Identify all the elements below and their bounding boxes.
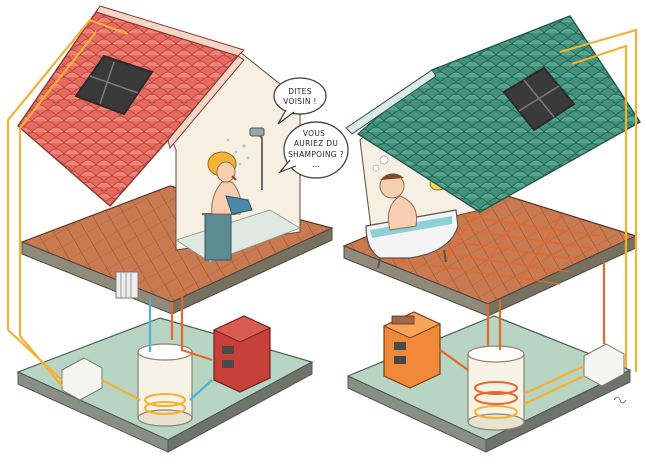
- left-boiler: [214, 316, 270, 392]
- bubble-2-line-1: VOUS: [303, 129, 325, 138]
- radiator: [116, 272, 138, 298]
- bubble-1-line-2: VOISIN !: [283, 97, 317, 106]
- bubble-1-line-1: DITES: [288, 87, 312, 96]
- bubble-2-line-3: SHAMPOING ?: [288, 150, 344, 159]
- right-water-tank: [468, 346, 524, 430]
- left-water-tank: [138, 344, 192, 426]
- towel-rack: [205, 214, 231, 260]
- artist-signature: [614, 397, 626, 403]
- bubble-2-line-4: ...: [312, 160, 320, 169]
- left-house: [8, 6, 332, 452]
- right-house: ??: [344, 16, 640, 452]
- right-boiler: [384, 312, 440, 388]
- bubble-2-line-2: AURIEZ DU: [294, 139, 338, 148]
